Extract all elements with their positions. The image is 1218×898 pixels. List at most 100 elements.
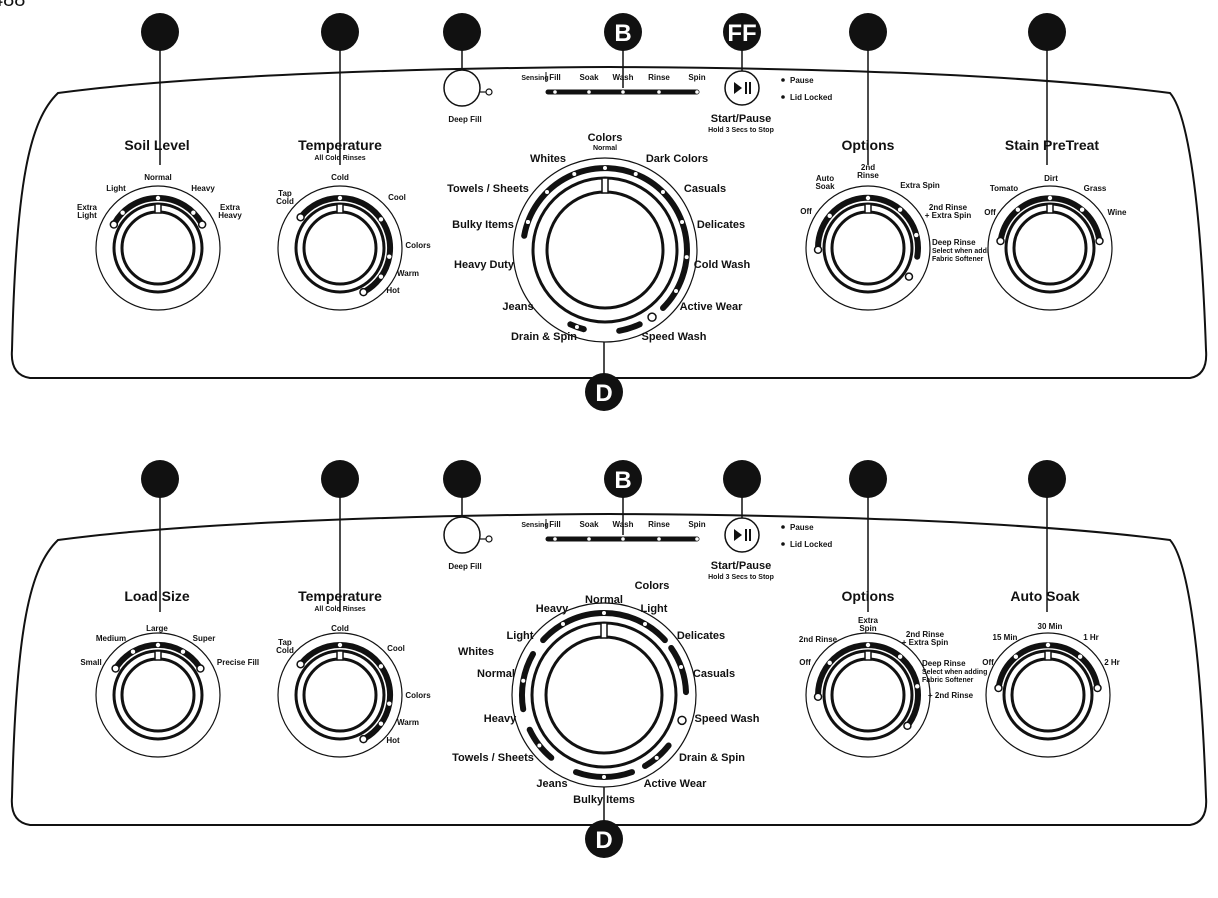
indicator-dot (1079, 207, 1085, 212)
temperature-title: Temperature (298, 588, 382, 604)
stain-pretreat-knob[interactable] (987, 185, 1113, 311)
indicator-dot (574, 325, 579, 330)
options-knob[interactable] (805, 185, 931, 311)
cycle-towels-label: Towels / Sheets (447, 183, 529, 195)
soak-15-min-label: 15 Min (993, 633, 1018, 642)
indicator-end (109, 220, 119, 229)
indicator-dot (914, 232, 919, 238)
indicator-arc (815, 642, 921, 727)
temperature-knob[interactable] (277, 185, 403, 311)
soak-30-min-label: 30 Min (1038, 622, 1063, 631)
load-small-label: Small (80, 658, 101, 667)
callout-marker-d: D (585, 373, 623, 411)
indicator-dot (537, 743, 542, 748)
deep-fill-light (485, 535, 493, 543)
soil-normal-label: Normal (144, 173, 172, 182)
cycle-whites-heavy-label: Heavy (484, 713, 517, 725)
indicator-dot (897, 207, 903, 212)
cycle-bulky-label: Bulky Items (452, 219, 514, 231)
options-off-label: Off (799, 658, 811, 667)
indicator-dot (633, 171, 638, 176)
speed-wash-indicator (677, 715, 687, 726)
options-knob[interactable] (805, 632, 931, 758)
cycle-speed-wash-label: Speed Wash (642, 331, 707, 343)
cycle-jeans-label: Jeans (502, 301, 533, 313)
indicator-dot (1045, 642, 1051, 648)
stain-off-label: Off (984, 208, 996, 217)
pause-status-label: Pause (790, 76, 814, 85)
page-number-fragment: 488 (0, 0, 25, 11)
indicator-end (996, 236, 1005, 246)
indicator-dot (827, 660, 832, 666)
deep-fill-label: Deep Fill (448, 562, 481, 571)
indicator-dot (684, 255, 689, 260)
load-size-knob[interactable] (95, 632, 221, 758)
deep-fill-button[interactable] (443, 69, 493, 107)
indicator-dot (521, 255, 526, 260)
callout-marker (443, 13, 481, 51)
soak-off-label: Off (982, 658, 994, 667)
indicator-dot (674, 289, 679, 293)
indicator-dot (180, 649, 186, 654)
cycle-whites-label: Whites (530, 153, 566, 165)
deep-fill-label: Deep Fill (448, 115, 481, 124)
start-pause-sublabel: Hold 3 Secs to Stop (708, 574, 774, 581)
indicator-dot (378, 664, 384, 669)
callout-marker (321, 460, 359, 498)
start-pause-sublabel: Hold 3 Secs to Stop (708, 127, 774, 134)
soil-heavy-label: Heavy (191, 184, 215, 193)
cycle-selector-dial[interactable] (511, 602, 697, 788)
play-icon (734, 82, 742, 94)
pause-status-label: Pause (790, 523, 814, 532)
svg-text:B: B (614, 467, 631, 494)
indicator-dot (603, 166, 607, 170)
indicator-dot (387, 701, 392, 706)
cycle-status-soak: Soak (579, 73, 599, 82)
cycle-whites-normal-label: Normal (477, 668, 515, 680)
cycle-drain-spin-label: Drain & Spin (679, 752, 745, 764)
cycle-selector-dial[interactable] (512, 157, 698, 343)
auto-soak-knob[interactable] (985, 632, 1111, 758)
indicator-dot (387, 254, 392, 259)
cycle-status-wash: Wash (612, 73, 633, 82)
temp-warm-label: Warm (397, 718, 419, 727)
indicator-dot (1015, 207, 1021, 212)
indicator-dot (827, 213, 832, 219)
indicator-dot (337, 642, 343, 648)
options-2nd-rinse-extra-spin-label: 2nd Rinse+ Extra Spin (902, 630, 949, 647)
start-pause-button[interactable] (724, 517, 760, 553)
soil-level-knob[interactable] (95, 185, 221, 311)
cycle-whites-light-label: Light (507, 630, 534, 642)
cycle-colors-normal-label: Normal (593, 145, 617, 152)
indicator-arc (521, 165, 690, 311)
indicator-dot (525, 219, 530, 224)
svg-text:D: D (595, 827, 612, 854)
indicator-arc (298, 195, 394, 295)
cycle-cold-wash-label: Cold Wash (694, 259, 751, 271)
callout-marker-d: D (585, 820, 623, 858)
indicator-dot (191, 210, 196, 215)
indicator-dot (378, 721, 384, 726)
start-pause-button[interactable] (724, 70, 760, 106)
temperature-title: Temperature (298, 137, 382, 153)
cycle-heavy-duty-label: Heavy Duty (454, 259, 515, 271)
options-extra-spin-label: Extra Spin (900, 181, 940, 190)
indicator-end (197, 220, 207, 229)
stain-wine-label: Wine (1107, 208, 1127, 217)
indicator-end (813, 692, 823, 701)
indicator-end (296, 212, 305, 222)
indicator-dot (155, 642, 161, 648)
temperature-knob[interactable] (277, 632, 403, 758)
lid-locked-status-label: Lid Locked (790, 540, 832, 549)
svg-text:B: B (614, 20, 631, 47)
deep-fill-button[interactable] (443, 516, 493, 554)
deep-fill-light (485, 88, 493, 96)
indicator-dot (865, 195, 871, 201)
